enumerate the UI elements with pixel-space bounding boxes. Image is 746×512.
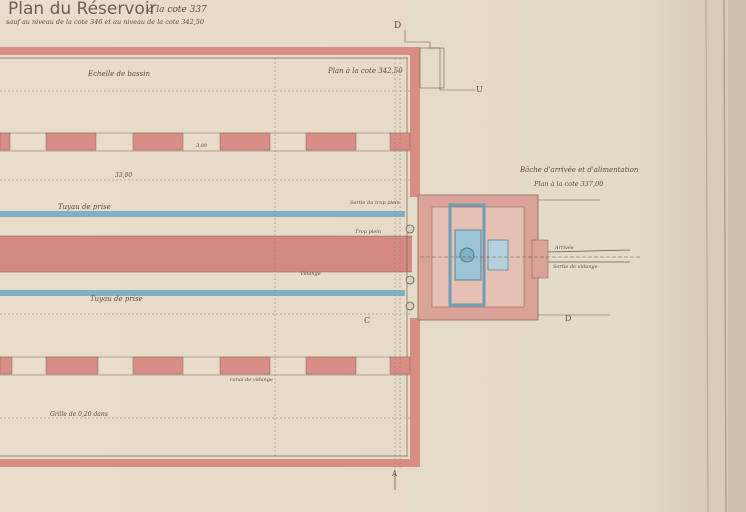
pipe-extra-end [405, 301, 415, 311]
reservoir-walls [0, 47, 420, 467]
valve-frame [448, 203, 486, 307]
trop-plein-label: Trop plein [355, 229, 381, 235]
pipe-bottom-label: Tuyau de prise [90, 295, 143, 303]
chamber-extension [531, 239, 549, 279]
basin-labels: Echelle de bassin Plan à la cote 342,50 … [50, 67, 403, 418]
marker-C: C [364, 316, 370, 325]
pipe-lower-end [405, 275, 415, 285]
pillar [45, 132, 97, 151]
fold-line-1 [705, 0, 709, 512]
basin-label: Echelle de bassin [87, 70, 150, 78]
pillar [305, 132, 357, 151]
pipe-top-label: Tuyau de prise [58, 203, 111, 211]
pillar [0, 132, 11, 151]
center-wall [0, 236, 412, 272]
dimension-lines [0, 58, 410, 470]
pillar [132, 132, 184, 151]
bottom-wall [0, 459, 420, 467]
dim-upper: 33,00 [115, 172, 132, 179]
overflow-note: Sortie du trop plein [350, 200, 400, 206]
lower-note: Grille de 0,20 dans [50, 411, 108, 418]
basin-plan-note: Plan à la cote 342,50 [327, 67, 403, 75]
marker-D-top: D [394, 21, 401, 31]
pillar [305, 356, 357, 375]
top-wall [0, 47, 420, 55]
chamber-title: Bâche d'arrivée et d'alimentation [519, 166, 639, 174]
canal-note: canal de vidange [230, 377, 273, 383]
right-wall-lower [410, 318, 420, 467]
valve-side [487, 239, 509, 271]
title-block: Plan du Réservoir à la cote 337 sauf au … [6, 0, 207, 26]
marker-D-bottom: D [565, 314, 571, 323]
dim-span: 3,00 [196, 143, 208, 149]
bracket-box [419, 47, 445, 89]
section-markers: D U C D A [364, 21, 571, 478]
title-main: Plan du Réservoir [8, 0, 157, 19]
outlet-line [547, 249, 631, 253]
title-level: à la cote 337 [148, 4, 207, 15]
pillar [45, 356, 99, 375]
pipe-upper-end [405, 224, 415, 234]
chamber-plan-note: Plan à la cote 337,00 [533, 180, 603, 188]
right-wall-upper [410, 47, 420, 197]
pillar [219, 132, 271, 151]
fold-line-2 [723, 0, 727, 512]
feed-chamber: Bâche d'arrivée et d'alimentation Plan à… [417, 166, 640, 321]
intake-pipes [0, 211, 415, 311]
pipe-lower [0, 290, 405, 296]
pillar [219, 356, 271, 375]
upper-pillars [0, 132, 411, 152]
chamber-inlet-note: Arrivée [554, 244, 574, 251]
chamber-outlet-note: Sortie de vidange [553, 264, 598, 270]
lower-pillars [0, 356, 411, 376]
spine [728, 0, 746, 512]
marker-A-bottom: A [391, 470, 398, 478]
pipe-upper [0, 211, 405, 217]
title-subtitle: sauf au niveau de la cote 346 et au nive… [6, 18, 204, 26]
vidange-label: Vidange [300, 271, 321, 277]
marker-U: U [476, 85, 483, 94]
valve-wheel [459, 247, 475, 263]
pillar [132, 356, 184, 375]
section-bracket-top [404, 30, 475, 91]
pillar [0, 356, 13, 375]
